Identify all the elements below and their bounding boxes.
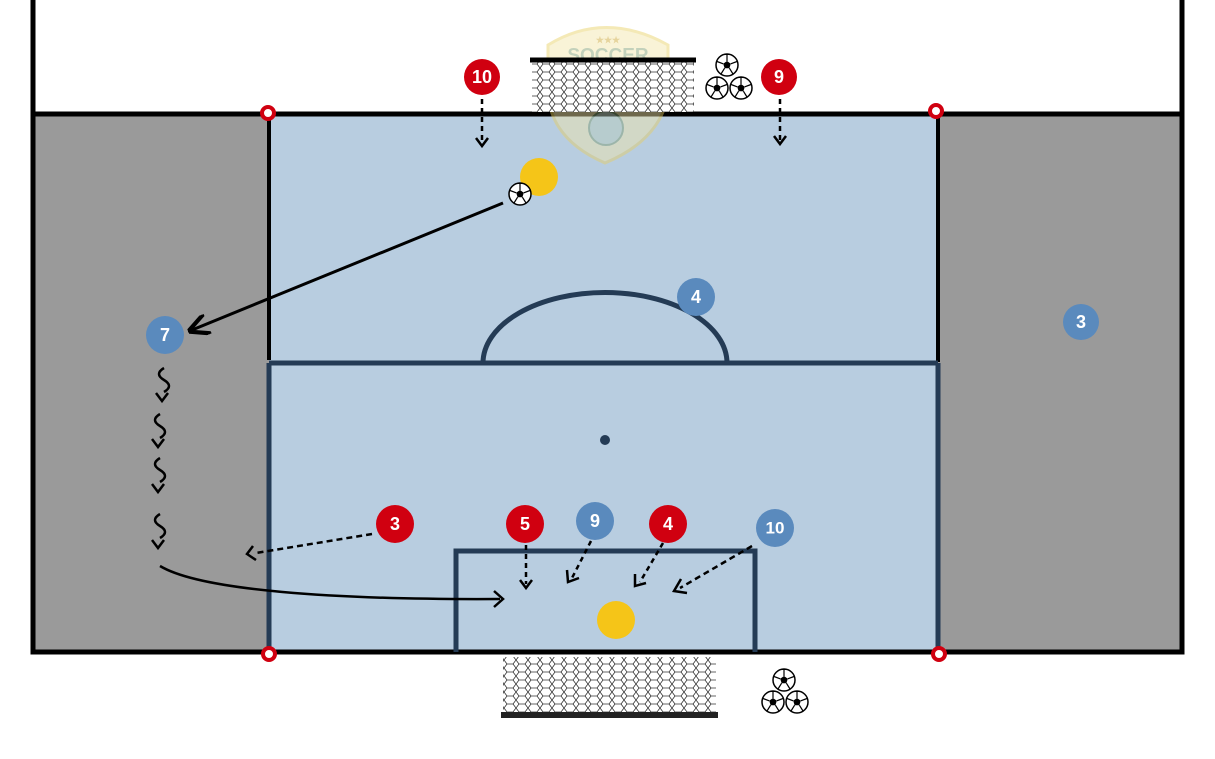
dribble-run-arrow	[159, 564, 501, 601]
player-blue-7[interactable]: 7	[146, 316, 184, 354]
player-red-3[interactable]: 3	[376, 505, 414, 543]
left-wide-zone	[33, 114, 269, 652]
svg-text:7: 7	[160, 325, 170, 345]
centre-spot	[600, 435, 610, 445]
ball-icon-pass	[508, 182, 532, 206]
central-playing-area	[269, 114, 938, 652]
centre-arc	[480, 289, 730, 364]
corner-marker-bottom-right	[931, 646, 947, 662]
svg-text:3: 3	[390, 514, 400, 534]
pass-arrow	[192, 201, 504, 330]
dribble-run-arrowhead	[493, 590, 505, 608]
svg-text:10: 10	[472, 67, 492, 87]
ball-pile-top-icon	[705, 53, 753, 100]
penalty-box	[453, 548, 758, 652]
movement-runs	[245, 99, 787, 595]
svg-text:4: 4	[663, 514, 673, 534]
bottom-goal	[501, 657, 718, 718]
svg-text:9: 9	[774, 67, 784, 87]
player-blue-3[interactable]: 3	[1063, 304, 1099, 340]
svg-text:3: 3	[1076, 312, 1086, 332]
svg-text:5: 5	[520, 514, 530, 534]
player-red-10-top[interactable]: 10	[464, 59, 500, 95]
player-red-9-top[interactable]: 9	[761, 59, 797, 95]
cone-top	[520, 158, 558, 196]
field-boundary	[30, 111, 1185, 655]
top-goal	[530, 57, 696, 112]
logo-stars: ★★★	[596, 35, 621, 45]
svg-text:9: 9	[590, 511, 600, 531]
player-blue-10[interactable]: 10	[756, 509, 794, 547]
corner-marker-bottom-left	[261, 646, 277, 662]
player-red-4[interactable]: 4	[649, 505, 687, 543]
player-red-5[interactable]: 5	[506, 505, 544, 543]
right-wide-zone	[938, 114, 1182, 652]
corner-marker-top-left	[260, 105, 276, 121]
svg-text:4: 4	[691, 287, 701, 307]
ball-pile-bottom-icon	[761, 668, 809, 714]
corner-marker-top-right	[928, 103, 944, 119]
cone-bottom	[597, 601, 635, 639]
dribble-path	[151, 366, 171, 551]
player-blue-9[interactable]: 9	[576, 502, 614, 540]
svg-text:10: 10	[766, 519, 785, 538]
player-blue-4[interactable]: 4	[677, 278, 715, 316]
